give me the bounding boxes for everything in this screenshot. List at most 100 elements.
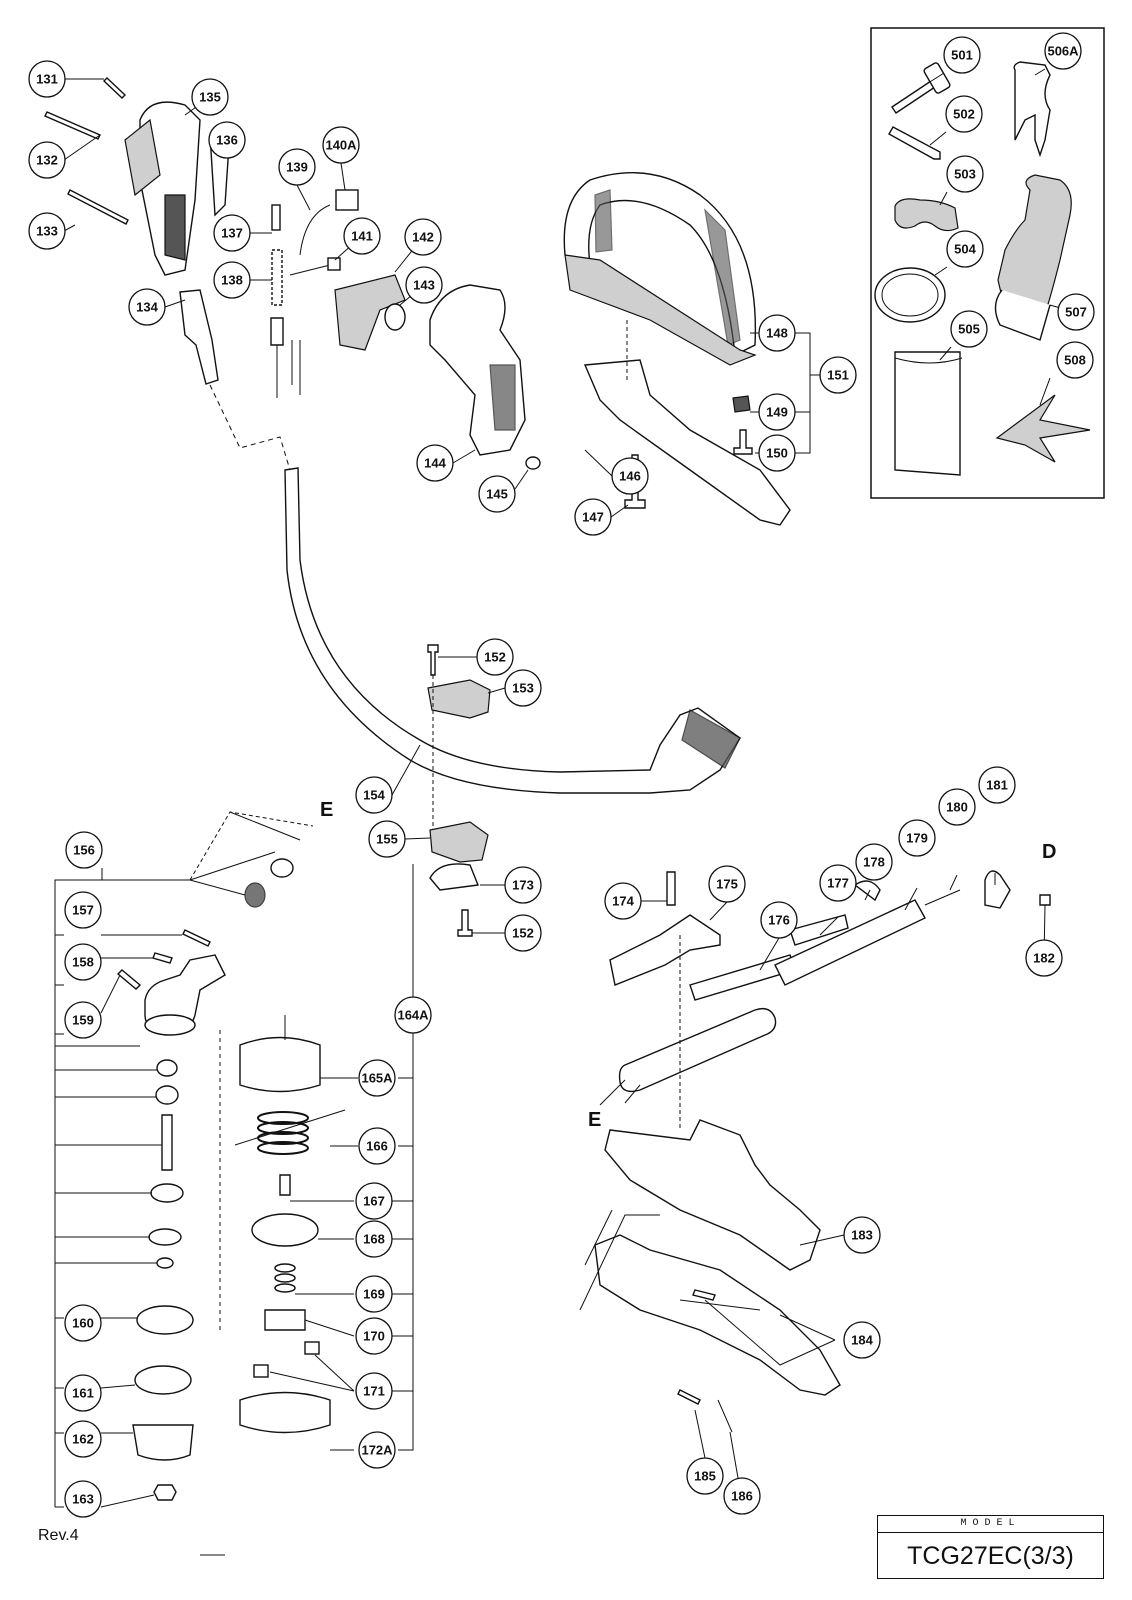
callout-185: 185 (686, 1457, 724, 1495)
housing-172A (239, 1391, 331, 1434)
spool-168 (251, 1213, 319, 1247)
harness-507 (994, 174, 1072, 341)
leader-lines (54, 68, 1075, 1556)
callout-184: 184 (843, 1321, 881, 1359)
callout-177: 177 (819, 864, 857, 902)
driveshaft-180 (924, 889, 961, 906)
spacer-149 (732, 395, 751, 413)
svg-text:136: 136 (216, 133, 238, 148)
svg-text:151: 151 (827, 368, 849, 383)
callout-143: 143 (405, 266, 443, 304)
shaft-154 (284, 467, 741, 794)
svg-text:155: 155 (376, 832, 398, 847)
callout-138: 138 (213, 261, 251, 299)
callout-174: 174 (604, 882, 642, 920)
screw-158 (152, 952, 173, 964)
screw-150 (733, 429, 753, 455)
svg-text:157: 157 (72, 903, 94, 918)
callout-180: 180 (938, 788, 976, 826)
svg-text:163: 163 (72, 1492, 94, 1507)
callout-164A: 164A (394, 996, 432, 1034)
svg-text:182: 182 (1033, 951, 1055, 966)
callout-166: 166 (358, 1127, 396, 1165)
svg-text:167: 167 (363, 1194, 385, 1209)
svg-text:153: 153 (512, 681, 534, 696)
reference-letter-d: D (1042, 841, 1056, 863)
screw-132 (44, 111, 101, 140)
callout-501: 501 (943, 36, 981, 74)
guard-184 (594, 1234, 841, 1396)
svg-text:165A: 165A (361, 1071, 393, 1086)
blade-508 (995, 394, 1091, 463)
screw-167 (279, 1174, 291, 1196)
callout-139: 139 (278, 148, 316, 186)
clamp-top-153 (427, 679, 491, 719)
svg-text:177: 177 (827, 876, 849, 891)
svg-text:149: 149 (766, 405, 788, 420)
callout-157: 157 (64, 891, 102, 929)
svg-text:171: 171 (363, 1384, 385, 1399)
svg-text:179: 179 (906, 831, 928, 846)
screw-182 (1039, 894, 1051, 906)
svg-text:150: 150 (766, 446, 788, 461)
screw-lower (692, 1289, 716, 1301)
callout-171: 171 (355, 1372, 393, 1410)
callout-150: 150 (758, 434, 796, 472)
callout-153: 153 (504, 669, 542, 707)
svg-text:152: 152 (512, 926, 534, 941)
clamp-lower-173 (429, 863, 479, 891)
gear-head (144, 858, 294, 1036)
svg-text:507: 507 (1065, 305, 1087, 320)
ring-504 (874, 267, 946, 323)
svg-text:173: 173 (512, 878, 534, 893)
callout-159: 159 (64, 1001, 102, 1039)
nut-163 (153, 1484, 177, 1501)
svg-text:178: 178 (863, 855, 885, 870)
svg-text:156: 156 (73, 843, 95, 858)
clamp-bottom-155 (429, 821, 489, 863)
callout-503: 503 (946, 155, 984, 193)
callout-181: 181 (978, 766, 1016, 804)
svg-text:172A: 172A (361, 1443, 393, 1458)
hex-key-502 (888, 126, 941, 160)
sleeve-178 (853, 880, 881, 902)
callout-179: 179 (898, 819, 936, 857)
svg-text:503: 503 (954, 167, 976, 182)
svg-text:502: 502 (953, 107, 975, 122)
cover-165A (239, 1036, 321, 1093)
trigger-bracket-142 (334, 274, 406, 351)
callout-140A: 140A (322, 126, 360, 164)
tube-176 (689, 954, 796, 1001)
svg-text:144: 144 (424, 456, 446, 471)
callout-155: 155 (368, 820, 406, 858)
screw-133 (67, 189, 129, 225)
screw-131 (102, 77, 127, 99)
callout-169: 169 (355, 1275, 393, 1313)
tool-bag-505 (894, 351, 961, 476)
svg-text:158: 158 (72, 955, 94, 970)
callout-133: 133 (28, 212, 66, 250)
svg-text:139: 139 (286, 160, 308, 175)
svg-text:135: 135 (199, 90, 221, 105)
callout-135: 135 (191, 78, 229, 116)
svg-text:162: 162 (72, 1432, 94, 1447)
svg-text:164A: 164A (397, 1008, 429, 1023)
callout-158: 158 (64, 943, 102, 981)
callout-152-top: 152 (476, 638, 514, 676)
callout-144: 144 (416, 444, 454, 482)
eyelet-171a (253, 1364, 269, 1378)
svg-text:146: 146 (619, 469, 641, 484)
reference-letter-e-top: E (320, 799, 333, 821)
nut-145 (525, 456, 541, 470)
callout-175: 175 (708, 865, 746, 903)
callout-160: 160 (64, 1304, 102, 1342)
svg-text:134: 134 (136, 300, 158, 315)
callout-183: 183 (843, 1216, 881, 1254)
svg-text:180: 180 (946, 800, 968, 815)
svg-text:148: 148 (766, 326, 788, 341)
callout-170: 170 (355, 1317, 393, 1355)
model-box: MODEL TCG27EC(3/3) (877, 1515, 1104, 1579)
callout-161: 161 (64, 1374, 102, 1412)
svg-text:159: 159 (72, 1013, 94, 1028)
